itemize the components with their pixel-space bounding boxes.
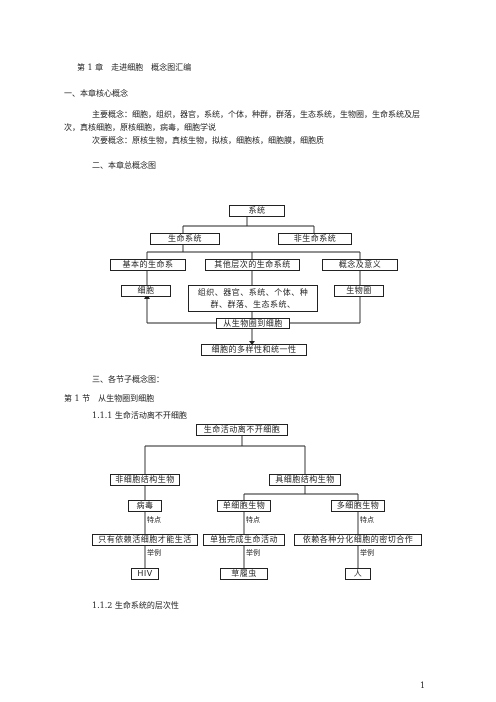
node-biosphere: 生物圈 xyxy=(334,285,384,297)
label-feature-virus: 特点 xyxy=(147,516,161,524)
node-multicellular: 多细胞生物 xyxy=(331,500,385,512)
node-levels-list: 组织、器官、系统、个体、种群、群落、生态系统、 xyxy=(188,285,318,312)
node-from-biosphere-to-cell: 从生物圈到细胞 xyxy=(216,318,290,329)
node-uni-feature: 单独完成生命活动 xyxy=(203,534,285,546)
label-feature-uni: 特点 xyxy=(246,516,260,524)
node-multi-example: 人 xyxy=(345,568,371,580)
node-non-life-system: 非生命系统 xyxy=(278,233,352,245)
node-other-levels: 其他层次的生命系统 xyxy=(205,259,300,271)
node-non-cellular: 非细胞结构生物 xyxy=(110,474,180,486)
section-1-title: 第 1 节 从生物圈到细胞 xyxy=(64,394,155,403)
secondary-concepts: 次要概念：原核生物，真核生物，拟核，细胞核，细胞膜，细胞质 xyxy=(92,136,324,145)
node-concept-meaning: 概念及意义 xyxy=(322,259,398,271)
label-example-uni: 举例 xyxy=(246,549,260,557)
main-concepts-paragraph: 主要概念：细胞，组织，器官，系统，个体，种群，群落，生态系统，生物圈，生命系统及… xyxy=(64,110,420,132)
node-virus: 病毒 xyxy=(128,500,162,512)
label-feature-multi: 特点 xyxy=(360,516,374,524)
node-virus-example: HIV xyxy=(131,568,159,580)
label-example-multi: 举例 xyxy=(360,549,374,557)
section2-heading: 二、本章总概念图 xyxy=(92,161,156,170)
subsection-1-1-1-title: 1.1.1 生命活动离不开细胞 xyxy=(92,411,187,420)
node-cellular: 具细胞结构生物 xyxy=(269,474,341,486)
node-basic-life-system: 基本的生命系 xyxy=(110,259,186,271)
node-system: 系统 xyxy=(229,205,285,217)
section1-heading: 一、本章核心概念 xyxy=(64,89,128,98)
node-uni-example: 草履虫 xyxy=(220,568,268,580)
node-multi-feature: 依赖各种分化细胞的密切合作 xyxy=(294,534,422,546)
node-cell: 细胞 xyxy=(121,285,171,297)
label-example-virus: 举例 xyxy=(147,549,161,557)
node-life-system: 生命系统 xyxy=(150,233,220,245)
section3-heading: 三、各节子概念图： xyxy=(92,375,164,384)
page-number: 1 xyxy=(420,681,426,690)
node-unicellular: 单细胞生物 xyxy=(217,500,271,512)
chapter-title: 第 1 章 走进细胞 概念图汇编 xyxy=(77,63,192,72)
node-diversity-unity: 细胞的多样性和统一性 xyxy=(201,344,307,356)
node-life-needs-cells: 生命活动离不开细胞 xyxy=(196,424,288,436)
node-virus-feature: 只有依赖活细胞才能生活 xyxy=(92,534,198,546)
subsection-1-1-2-title: 1.1.2 生命系统的层次性 xyxy=(92,601,179,610)
